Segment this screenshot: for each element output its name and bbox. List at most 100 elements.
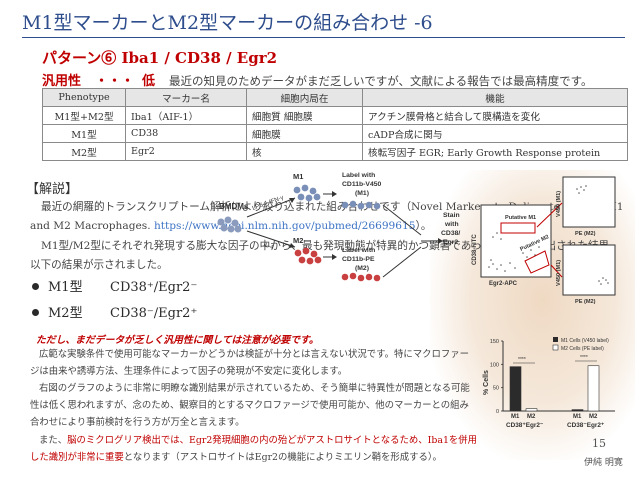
- group2-m2-label: M2: [589, 414, 598, 420]
- x-category-2: CD38⁻Egr2⁺: [567, 422, 604, 429]
- bullet-phenotype: M2型: [48, 306, 83, 321]
- title-divider: [22, 37, 625, 38]
- bar-m1-2: [571, 409, 584, 412]
- sub2-dots: [598, 277, 609, 285]
- x-category-1: CD38⁺Egr2⁻: [506, 422, 543, 429]
- author-name: 伊純 明寛: [584, 458, 623, 468]
- table-cell: M1型+M2型: [42, 106, 126, 125]
- bmdms-label: BMDMs: [219, 202, 249, 211]
- bar-y-axis-label: % Cells: [483, 370, 490, 395]
- label1-line1: Label with: [342, 172, 375, 179]
- bmdms-cells: [217, 216, 242, 233]
- paragraph-text: 最近の網羅的トランスクリプトーム解析により絞り込まれた組み合わせです（Novel…: [30, 201, 624, 232]
- header-localization: 細胞内局在: [246, 88, 363, 107]
- y-tick-label: 150: [490, 339, 499, 345]
- paragraph-text: となります（アストロサイトはEgr2の機能によりミエリン鞘を形成する）。: [123, 452, 442, 463]
- label1-line2: CD11b-V450: [342, 181, 382, 188]
- bullet-phenotype: M1型: [48, 280, 83, 295]
- table-cell: Iba1（AIF-1）: [125, 106, 247, 125]
- sub1-dots: [576, 185, 587, 194]
- explanation-paragraph-4: 右図のグラフのように非常に明瞭な識別結果が示されているため、そう簡単に特異性が問…: [30, 380, 470, 431]
- m1-labeled-cells: [341, 200, 381, 210]
- group1-m1-label: M1: [511, 414, 520, 420]
- stain-line1: Stain: [443, 212, 460, 219]
- gate-arrow-m2: [550, 264, 563, 278]
- arrow-merge-m1: [382, 204, 422, 236]
- table-row: M2型 Egr2 核 核転写因子 EGR; Early Growth Respo…: [42, 142, 628, 161]
- generality-dots: ・・・: [95, 74, 135, 89]
- arrow-to-m2: [246, 230, 296, 248]
- table-cell: 細胞膜: [246, 124, 363, 143]
- m1-stimulus: LPS + IFN-γ: [252, 195, 285, 212]
- sub1-x-label: PE (M2): [575, 231, 596, 237]
- table-cell: 核転写因子 EGR; Early Growth Response protein: [362, 142, 628, 161]
- bar-m1-1: [509, 366, 522, 412]
- explanation-paragraph-3: 広範な実験条件で使用可能なマーカーかどうかは検証が十分とは言えない状況です。特に…: [30, 346, 470, 380]
- paragraph-text: 右図のグラフのように非常に明瞭な識別結果が示されているため、そう簡単に特異性が問…: [30, 383, 470, 428]
- table-cell: Egr2: [125, 142, 247, 161]
- header-function: 機能: [362, 88, 628, 107]
- m2-stimulus: IL-4: [262, 242, 274, 251]
- arrow-head-icon: [332, 191, 337, 197]
- sub2-y-label: V450 (M1): [556, 260, 562, 286]
- y-tick-label: 100: [490, 362, 499, 368]
- label2-line2: CD11b-PE: [342, 256, 375, 263]
- arrow-head-icon: [438, 238, 443, 244]
- gate-m2: [524, 250, 550, 274]
- m2-cells: [294, 247, 322, 265]
- table-cell: cADP合成に関与: [362, 124, 628, 143]
- m2-label: M2: [293, 236, 303, 245]
- arrow-head-icon: [332, 254, 337, 260]
- table-cell: アクチン膜骨格と結合して膜構造を変化: [362, 106, 628, 125]
- bars: [509, 365, 600, 412]
- group2-m1-label: M1: [573, 414, 582, 420]
- table-cell: CD38: [125, 124, 247, 143]
- explanation-heading: 【解説】: [26, 182, 79, 197]
- table-row: M1型+M2型 Iba1（AIF-1） 細胞質 細胞膜 アクチン膜骨格と結合して…: [42, 106, 628, 125]
- explanation-paragraph-1: 最近の網羅的トランスクリプトーム解析により絞り込まれた組み合わせです（Novel…: [30, 198, 630, 236]
- paragraph-text: ）。: [415, 220, 432, 232]
- paragraph-text: また、: [39, 435, 68, 446]
- y-tick-label: 0: [496, 409, 499, 415]
- arrow-head-icon: [289, 198, 295, 203]
- arrow-head-icon: [289, 243, 295, 248]
- bullet-marker: CD38⁻/Egr2⁺: [110, 306, 198, 321]
- table-cell: 核: [246, 142, 363, 161]
- page-title: M1型マーカーとM2型マーカーの組み合わせ -6: [22, 12, 433, 34]
- gate-arrow-m1: [536, 202, 563, 228]
- m1-label: M1: [293, 172, 303, 181]
- putative-m1-label: Putative M1: [505, 215, 536, 221]
- legend-m2: M2 Cells (PE label): [561, 346, 604, 352]
- significance-mark-2: ****: [580, 355, 588, 361]
- significance-mark-1: ****: [518, 357, 526, 363]
- paragraph-text: 広範な実験条件で使用可能なマーカーかどうかは検証が十分とは言えない状況です。特に…: [30, 349, 469, 377]
- bullet-dot: [32, 283, 39, 290]
- gate-m1: [500, 222, 536, 234]
- legend-swatch-m1: [553, 337, 558, 342]
- bar-m2-2: [587, 365, 600, 412]
- flow-plot: [480, 204, 552, 278]
- bullet-dot: [32, 309, 39, 316]
- header-phenotype: Phenotype: [42, 88, 126, 107]
- group1-m2-label: M2: [527, 414, 536, 420]
- m1-cells: [293, 184, 321, 202]
- list-item: M2型 CD38⁻/Egr2⁺: [30, 302, 197, 328]
- arrow-to-m1: [246, 197, 296, 218]
- explanation-paragraph-5: また、脳のミクログリア検出では、Egr2発現細胞の内の殆どがアストロサイトとなる…: [30, 432, 480, 466]
- label1-line3: (M1): [355, 190, 369, 197]
- table-cell: M2型: [42, 142, 126, 161]
- label2-line1: Label with: [342, 247, 375, 254]
- sub2-x-label: PE (M2): [575, 299, 596, 305]
- generality-description: 最近の知見のためデータがまだ乏しいですが、文献による報告では最高精度です。: [169, 74, 593, 88]
- table-row: M1型 CD38 細胞膜 cADP合成に関与: [42, 124, 628, 143]
- paragraph-text: M1型/M2型にそれぞれ発現する膨大な因子の中から、最も発現動態が特異的かつ顕著…: [30, 240, 620, 271]
- m2-labeled-cells: [341, 272, 381, 282]
- generality-label: 汎用性: [42, 74, 82, 89]
- flow-x-axis-label: Egr2-APC: [489, 281, 518, 287]
- table-cell: M1型: [42, 124, 126, 143]
- page-number: 15: [592, 437, 606, 450]
- stain-line3: CD38/: [441, 230, 460, 237]
